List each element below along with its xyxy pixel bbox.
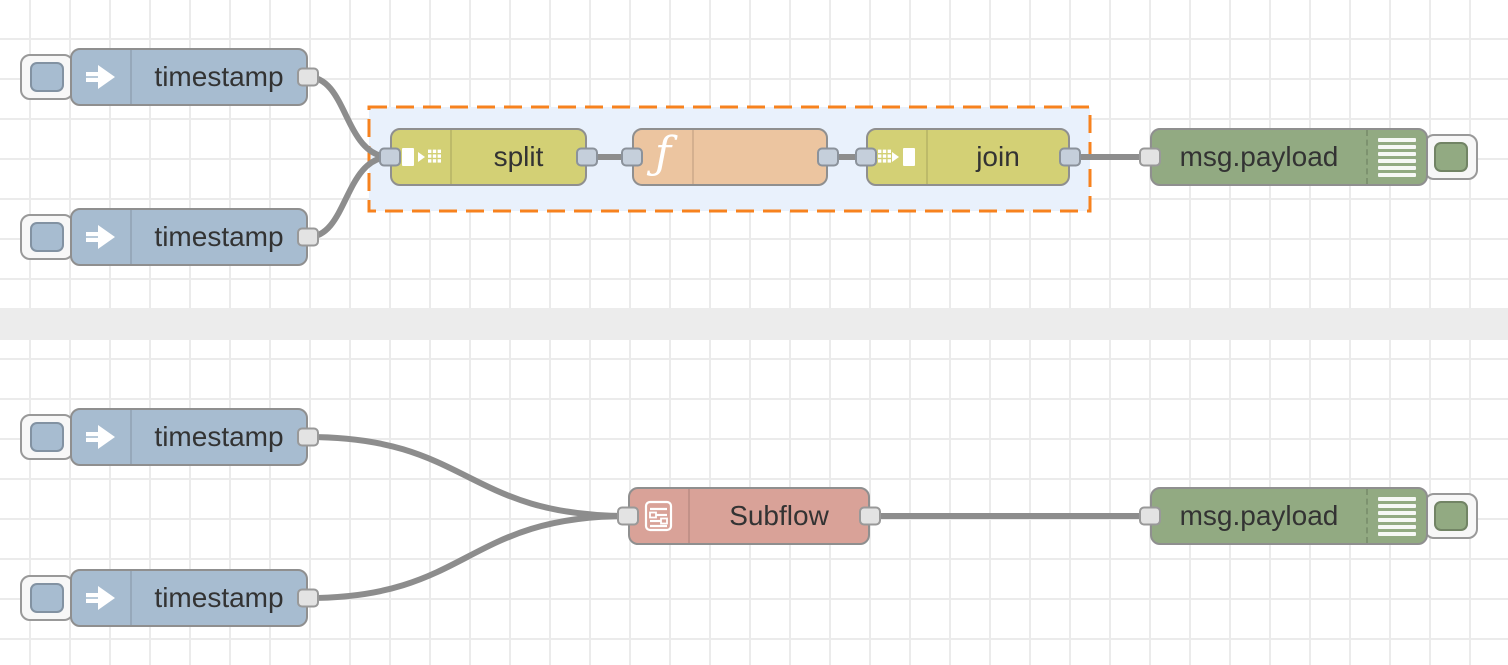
inject-button[interactable]	[20, 575, 74, 621]
node-label: timestamp	[154, 421, 284, 452]
node-label: timestamp	[154, 582, 284, 613]
inject-node[interactable]: timestamp	[20, 408, 319, 466]
node-body[interactable]: split	[390, 128, 587, 186]
flow-divider	[0, 308, 1508, 340]
node-body[interactable]: join	[866, 128, 1070, 186]
button-face	[30, 583, 64, 613]
node-output-port[interactable]	[1059, 147, 1081, 167]
node-label: timestamp	[154, 61, 284, 92]
node-input-port[interactable]	[1139, 506, 1161, 526]
node-body[interactable]: Subflow	[628, 487, 870, 545]
node-label: split	[493, 141, 544, 172]
node-label: join	[976, 141, 1020, 172]
node-output-port[interactable]	[297, 227, 319, 247]
inject-arrow-icon	[72, 410, 132, 464]
split-node[interactable]: split	[379, 128, 598, 186]
inject-node[interactable]: timestamp	[20, 569, 319, 627]
node-input-port[interactable]	[617, 506, 639, 526]
node-body[interactable]: timestamp	[70, 408, 308, 466]
join-node[interactable]: join	[855, 128, 1081, 186]
inject-arrow-icon	[72, 210, 132, 264]
button-face	[1434, 142, 1468, 172]
inject-node[interactable]: timestamp	[20, 208, 319, 266]
debug-list-icon	[1366, 489, 1426, 543]
debug-list-icon	[1366, 130, 1426, 184]
node-body[interactable]: msg.payload	[1150, 487, 1428, 545]
inject-button[interactable]	[20, 214, 74, 260]
debug-toggle-button[interactable]	[1424, 493, 1478, 539]
node-body[interactable]: ƒ	[632, 128, 828, 186]
wire-w2[interactable]	[305, 154, 393, 240]
node-label: msg.payload	[1179, 500, 1339, 531]
node-input-port[interactable]	[1139, 147, 1161, 167]
function-node[interactable]: ƒ	[621, 128, 839, 186]
node-label	[694, 130, 826, 184]
button-face	[30, 62, 64, 92]
node-output-port[interactable]	[297, 67, 319, 87]
inject-node[interactable]: timestamp	[20, 48, 319, 106]
debug-node[interactable]: msg.payload	[1139, 487, 1478, 545]
join-icon	[868, 130, 928, 184]
node-label: timestamp	[154, 221, 284, 252]
debug-node[interactable]: msg.payload	[1139, 128, 1478, 186]
button-face	[1434, 501, 1468, 531]
node-output-port[interactable]	[817, 147, 839, 167]
inject-arrow-icon	[72, 50, 132, 104]
node-input-port[interactable]	[379, 147, 401, 167]
inject-button[interactable]	[20, 414, 74, 460]
wire-w6[interactable]	[305, 434, 631, 519]
node-body[interactable]: timestamp	[70, 208, 308, 266]
node-output-port[interactable]	[297, 427, 319, 447]
node-body[interactable]: msg.payload	[1150, 128, 1428, 186]
subflow-node[interactable]: Subflow	[617, 487, 881, 545]
node-body[interactable]: timestamp	[70, 569, 308, 627]
function-icon: ƒ	[634, 130, 694, 184]
node-output-port[interactable]	[297, 588, 319, 608]
node-label: Subflow	[729, 500, 829, 531]
split-icon	[392, 130, 452, 184]
button-face	[30, 422, 64, 452]
node-body[interactable]: timestamp	[70, 48, 308, 106]
inject-button[interactable]	[20, 54, 74, 100]
node-label: msg.payload	[1179, 141, 1339, 172]
node-input-port[interactable]	[855, 147, 877, 167]
node-output-port[interactable]	[859, 506, 881, 526]
wire-w1[interactable]	[305, 74, 393, 160]
button-face	[30, 222, 64, 252]
node-input-port[interactable]	[621, 147, 643, 167]
node-output-port[interactable]	[576, 147, 598, 167]
inject-arrow-icon	[72, 571, 132, 625]
debug-toggle-button[interactable]	[1424, 134, 1478, 180]
wire-w7[interactable]	[305, 513, 631, 601]
subflow-icon	[630, 489, 690, 543]
